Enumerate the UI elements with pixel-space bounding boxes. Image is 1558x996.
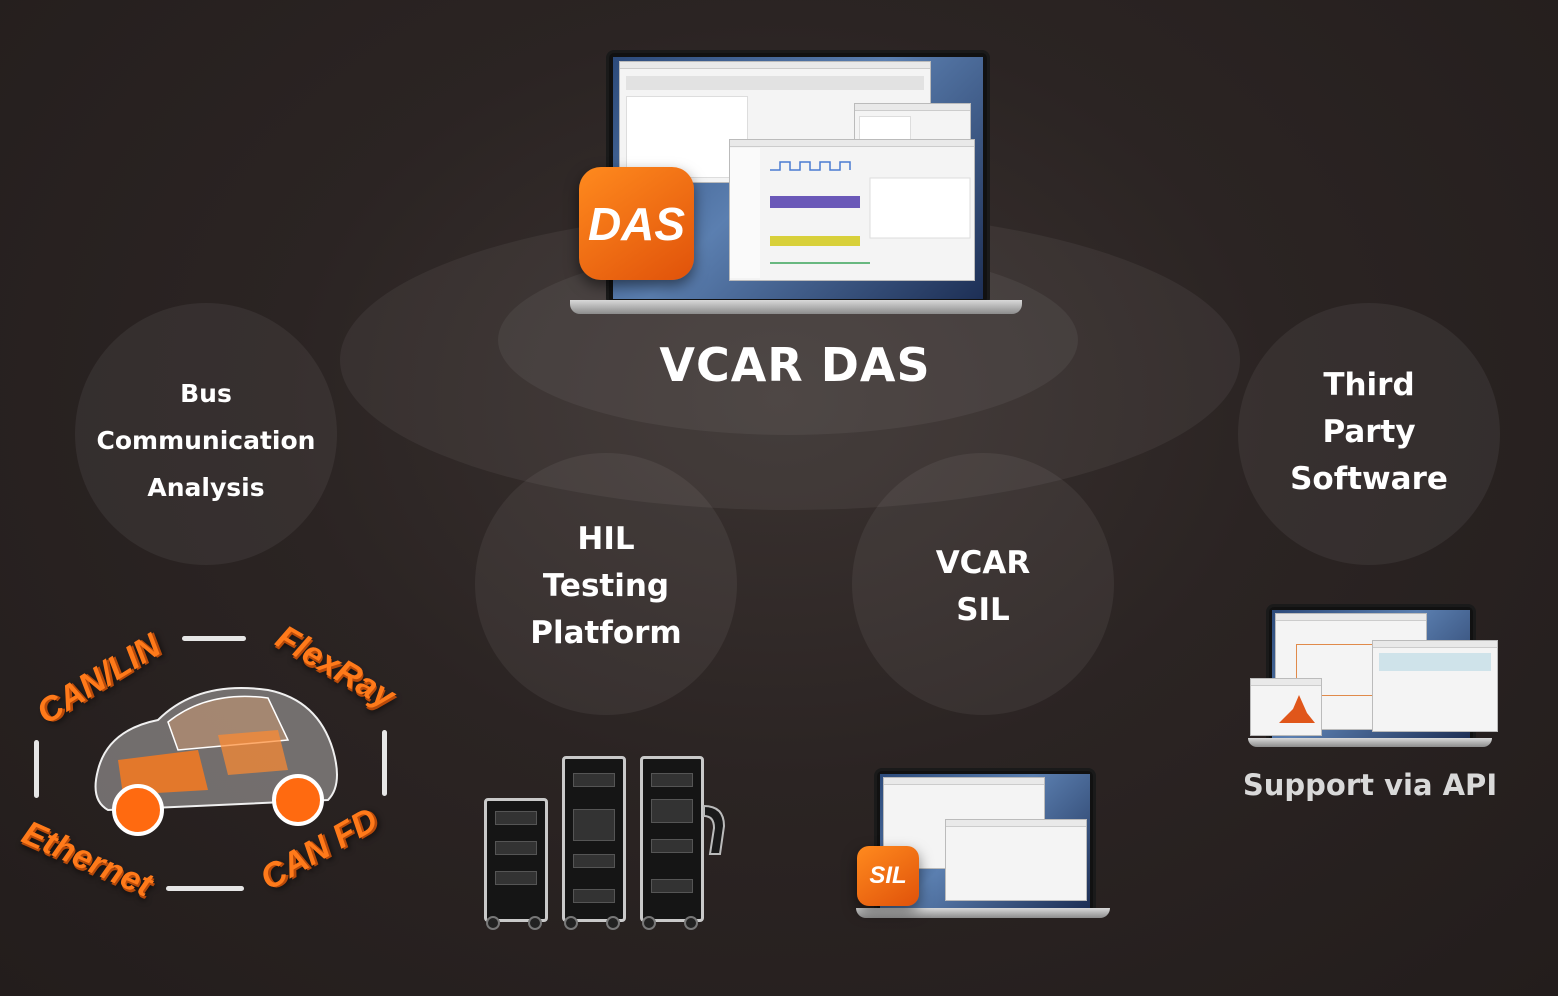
bus-analysis-line-1: Bus [180, 379, 232, 408]
das-plot-window [729, 139, 975, 281]
hil-line-1: HIL [577, 521, 635, 557]
hil-rack-2 [562, 756, 626, 922]
third-party-line-1: Third [1323, 367, 1415, 403]
hil-line-3: Platform [530, 615, 682, 651]
hil-label: HIL Testing Platform [475, 516, 737, 657]
sil-app-icon: SIL [857, 846, 919, 906]
hil-rack-1 [484, 798, 548, 922]
third-party-line-2: Party [1322, 414, 1416, 450]
matlab-logo-icon [1279, 695, 1315, 723]
sil-laptop-screen [874, 768, 1096, 914]
bus-analysis-line-2: Communication [96, 426, 316, 455]
sil-config-window [945, 819, 1087, 901]
das-app-icon: DAS [579, 167, 694, 280]
api-support-label: Support via API [1242, 768, 1498, 802]
hil-circle [475, 453, 737, 715]
bus-analysis-label: Bus Communication Analysis [75, 370, 337, 511]
matlab-window [1250, 678, 1322, 736]
third-party-laptop-base [1248, 738, 1492, 747]
sil-laptop-base [856, 908, 1110, 918]
charger-gun-icon [703, 804, 726, 855]
third-party-line-3: Software [1290, 461, 1448, 497]
third-party-side-window [1372, 640, 1498, 732]
bus-analysis-line-3: Analysis [147, 473, 265, 502]
bus-analysis-circle [75, 303, 337, 565]
sil-circle [852, 453, 1114, 715]
sil-line-2: SIL [956, 592, 1010, 628]
das-laptop-base [570, 300, 1022, 314]
sil-label: VCAR SIL [852, 540, 1114, 634]
hil-rack-3 [640, 756, 704, 922]
car-icon [94, 687, 338, 836]
center-title: VCAR DAS [659, 338, 931, 392]
third-party-label: Third Party Software [1238, 362, 1500, 503]
hil-line-2: Testing [542, 568, 670, 604]
third-party-circle [1238, 303, 1500, 565]
sil-line-1: VCAR [935, 545, 1031, 581]
